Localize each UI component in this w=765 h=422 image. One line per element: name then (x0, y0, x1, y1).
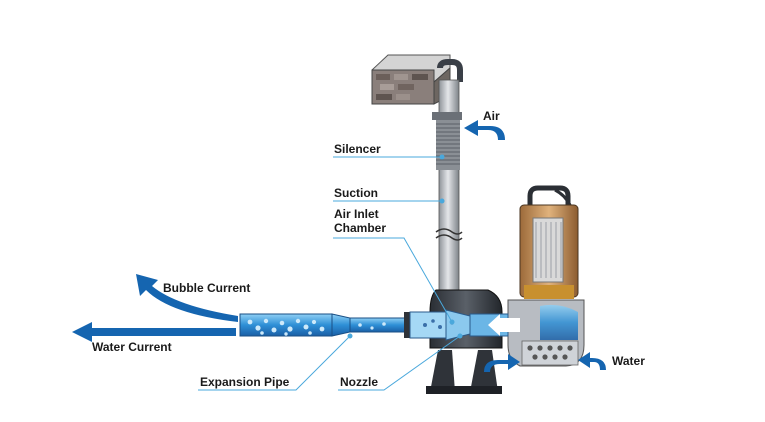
silencer-label: Silencer (334, 142, 381, 156)
air-inlet-label-line2: Chamber (334, 221, 386, 235)
air-inlet-label-line1: Air Inlet (334, 207, 379, 221)
bubble-current-label: Bubble Current (163, 281, 250, 295)
mounting-block (371, 54, 451, 105)
bubble-current-arrow (136, 274, 238, 322)
water-inlet-arrow-left (484, 354, 520, 372)
water-inlet-arrow-right (578, 352, 606, 370)
expansion-pipe (239, 312, 410, 338)
pump-housing (426, 289, 503, 394)
submersible-pump (507, 185, 585, 367)
water-label: Water (612, 354, 645, 368)
suction-pipe (432, 59, 463, 291)
expansion-pipe-label: Expansion Pipe (200, 375, 290, 389)
nozzle-label: Nozzle (340, 375, 378, 389)
water-current-label: Water Current (92, 340, 172, 354)
leader-lines (198, 154, 463, 391)
bubbles (247, 318, 386, 336)
air-label: Air (483, 109, 500, 123)
air-inlet-chamber (409, 309, 520, 341)
air-arrow (464, 120, 505, 140)
water-current-arrow (72, 322, 236, 342)
suction-label: Suction (334, 186, 378, 200)
